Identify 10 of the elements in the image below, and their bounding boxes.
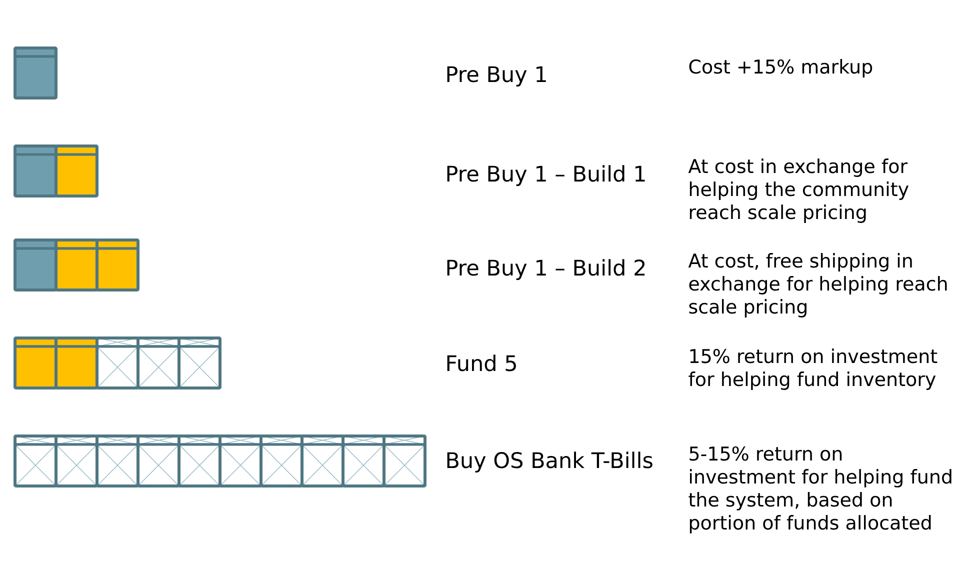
row-label: Pre Buy 1 – Build 2 <box>447 259 645 280</box>
description-text: At cost, free shipping in exchange for helping reach scale pricing <box>688 253 947 318</box>
row-label: Pre Buy 1 – Build 1 <box>447 165 645 186</box>
description-text: Cost +15% markup <box>689 59 872 78</box>
description-text: 15% return on investment for helping fund inventory <box>688 348 938 390</box>
description-text: 5-15% return on investment for helping fund the system, based on portion of funds allocated <box>688 446 952 534</box>
row-label: Fund 5 <box>447 354 516 372</box>
description-text: At cost in exchange for helping the community reach scale pricing <box>688 158 908 223</box>
row-label: Pre Buy 1 <box>447 66 546 86</box>
row-label: Buy OS Bank T-Bills <box>447 452 652 472</box>
